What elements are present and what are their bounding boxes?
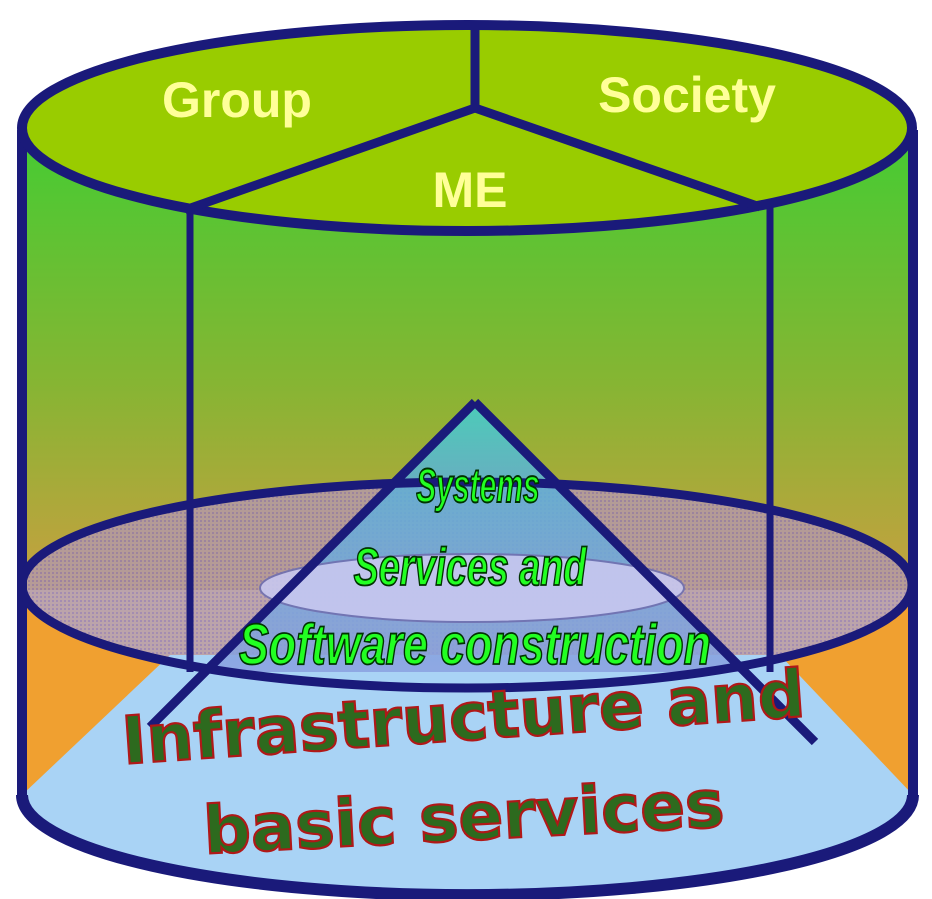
top-dividers	[183, 25, 762, 215]
cylinder-wall	[22, 130, 913, 590]
bottom-rim	[16, 794, 919, 899]
label-me: ME	[433, 162, 508, 218]
floor	[22, 655, 913, 896]
label-society: Society	[598, 67, 776, 123]
front-posts	[186, 205, 774, 672]
label-systems: Systems	[416, 460, 539, 513]
label-software-construction: Software construction	[239, 613, 711, 677]
label-services-and: Services and	[354, 537, 587, 597]
cone-inner-ellipse	[259, 553, 685, 623]
middle-ring	[17, 477, 917, 693]
cylinder-outline	[17, 130, 918, 795]
label-group: Group	[162, 72, 312, 128]
cone-edges	[146, 398, 819, 746]
